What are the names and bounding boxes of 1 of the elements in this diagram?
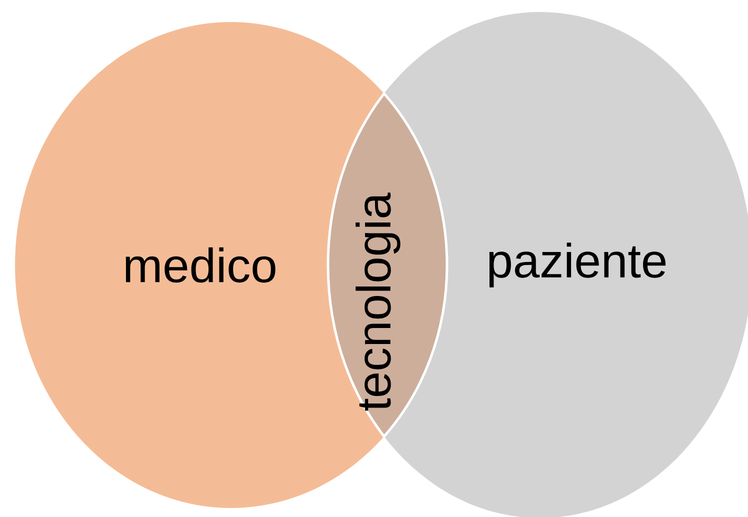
overlap-region: tecnologia — [328, 20, 448, 510]
